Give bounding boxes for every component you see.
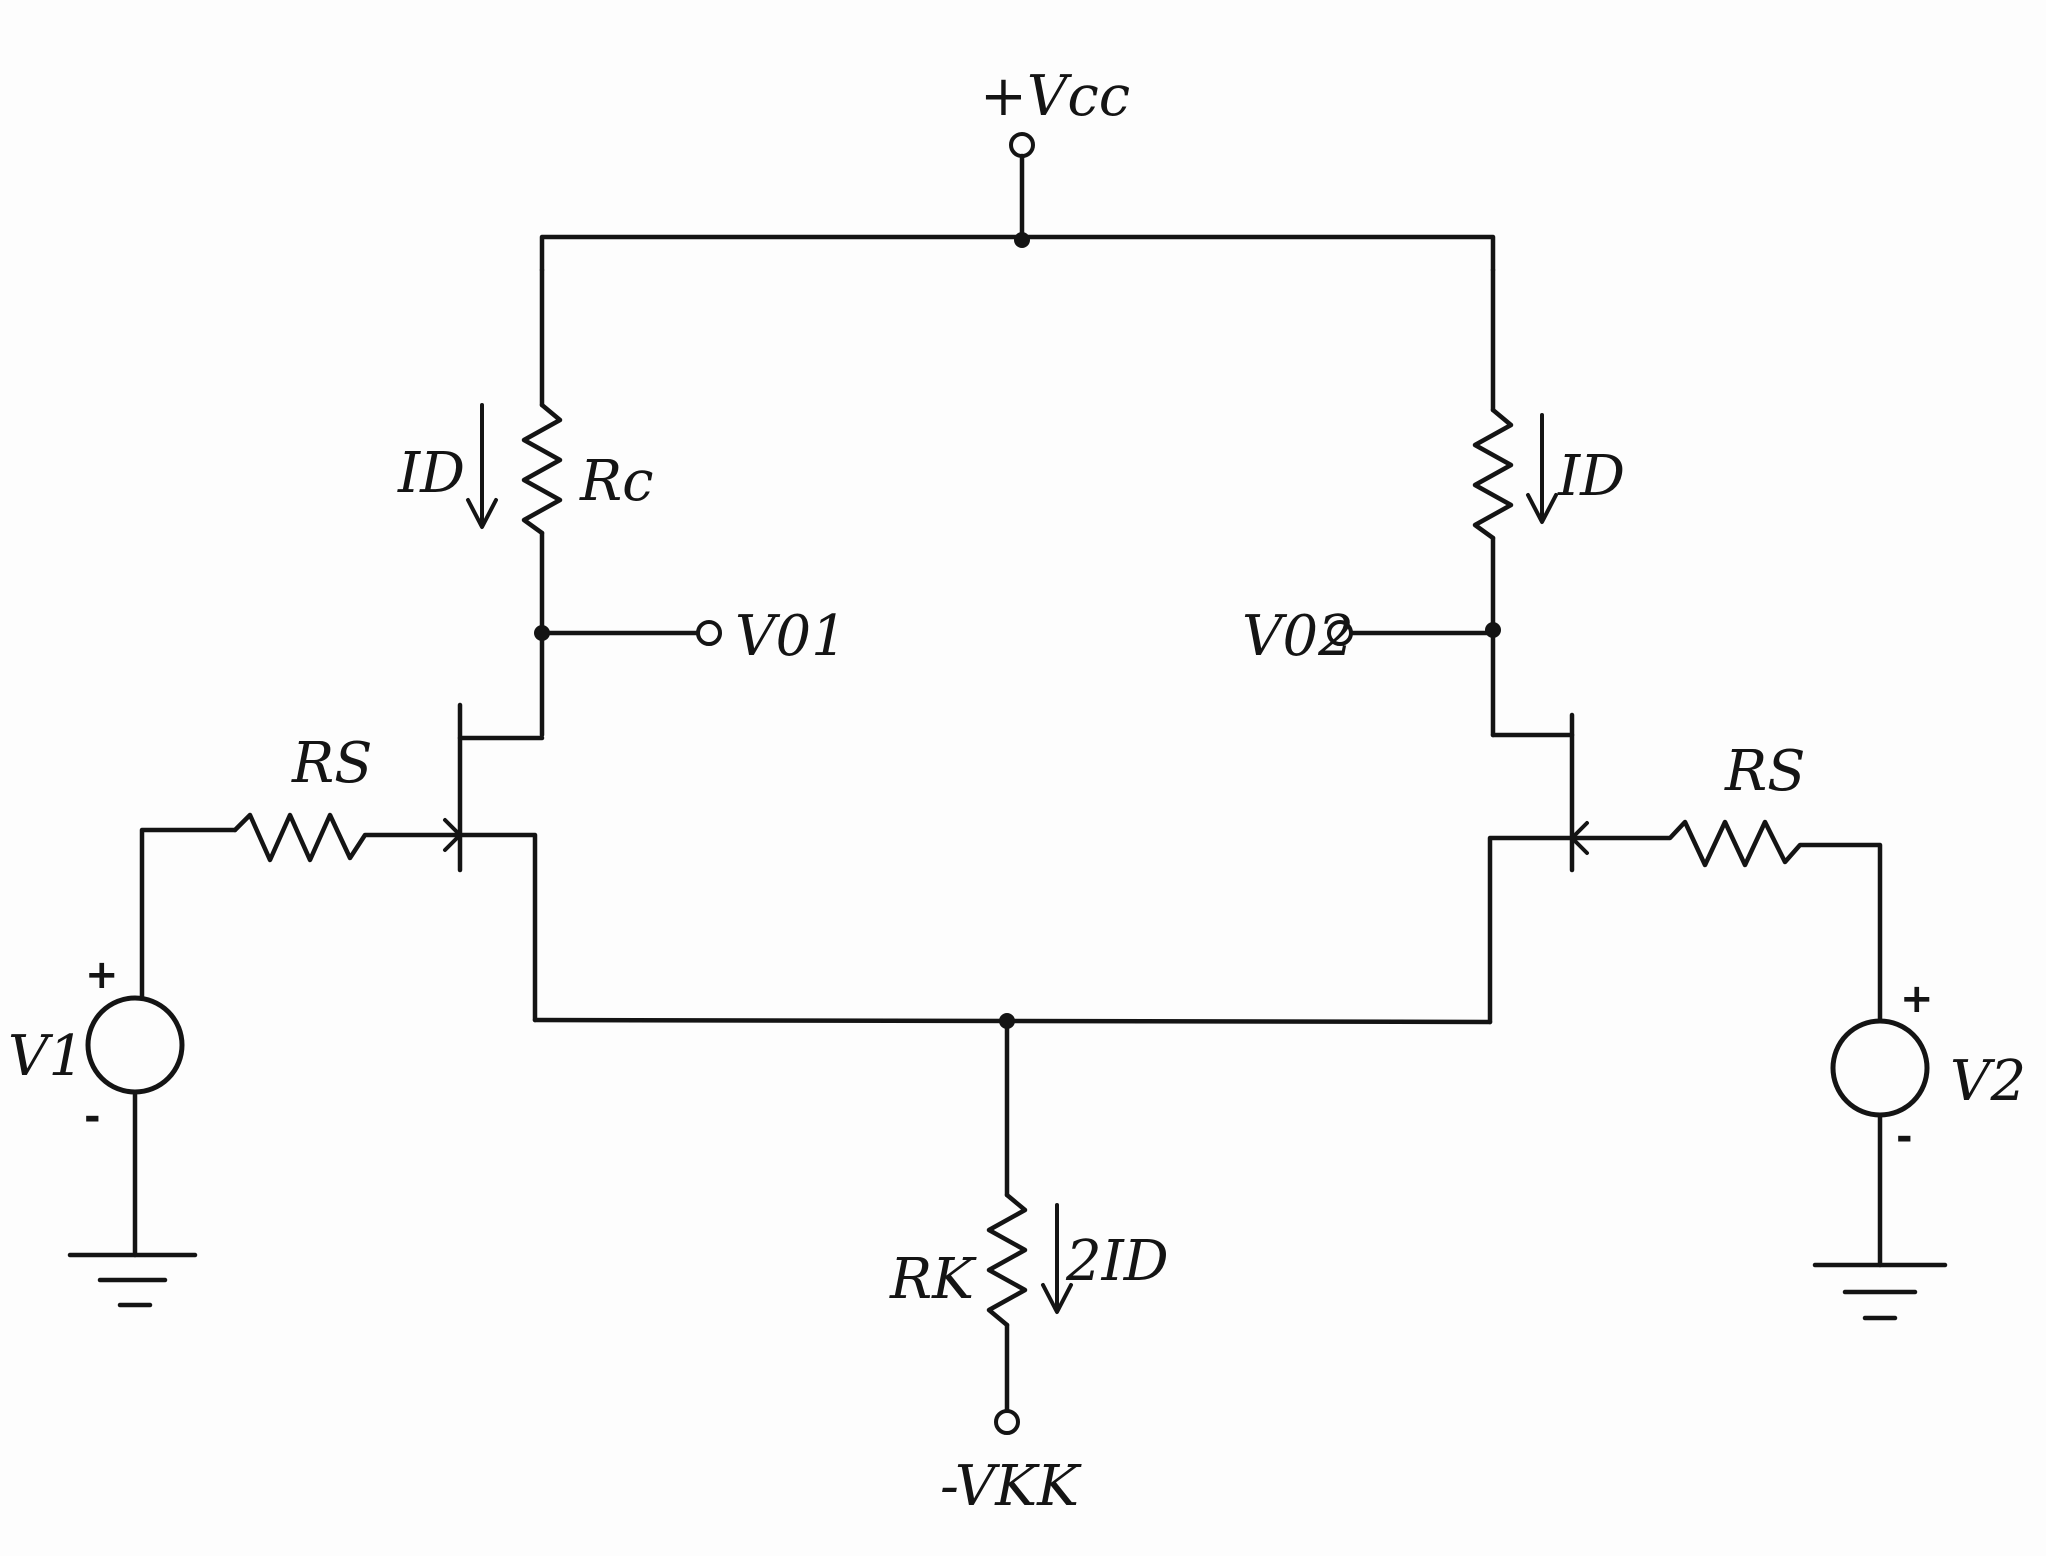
v2-plus-sign: + bbox=[1900, 976, 1934, 1022]
id-right-label: ID bbox=[1557, 444, 1625, 509]
rs-left-resistor bbox=[232, 812, 463, 863]
jfet-right-source bbox=[1487, 835, 1575, 1025]
vo1-label: V01 bbox=[735, 604, 847, 669]
vcc-junction bbox=[1014, 232, 1030, 248]
v2-minus-sign: - bbox=[1896, 1114, 1913, 1160]
vcc-label: +Vcc bbox=[980, 64, 1130, 129]
two-id-label: 2ID bbox=[1065, 1229, 1169, 1294]
rc-left-label: Rc bbox=[579, 449, 654, 514]
v2-label: V2 bbox=[1950, 1049, 2026, 1114]
jfet-left-source bbox=[457, 832, 538, 1023]
v1-input-wire bbox=[139, 827, 238, 1003]
id-left-label: ID bbox=[397, 441, 465, 506]
rk-label: RK bbox=[889, 1247, 977, 1312]
id-left-arrow-head bbox=[466, 498, 498, 529]
vcc-terminal bbox=[1009, 132, 1035, 158]
v2-source bbox=[1830, 1018, 1930, 1118]
vo2-label: V02 bbox=[1242, 604, 1354, 669]
two-id-arrow-head bbox=[1041, 1283, 1073, 1314]
rs-right-label: RS bbox=[1724, 739, 1806, 804]
rc-right-resistor bbox=[1472, 407, 1514, 541]
vo2-junction bbox=[1485, 622, 1501, 638]
v1-plus-sign: + bbox=[85, 952, 119, 998]
vkk-terminal bbox=[994, 1409, 1020, 1435]
vo1-terminal bbox=[696, 620, 722, 646]
v1-source bbox=[85, 995, 185, 1095]
vo2-terminal bbox=[1327, 620, 1353, 646]
rs-right-resistor bbox=[1569, 819, 1883, 1023]
v1-label: V1 bbox=[8, 1024, 84, 1089]
v1-minus-sign: - bbox=[84, 1094, 101, 1140]
rk-resistor bbox=[986, 1192, 1028, 1328]
rc-left-resistor bbox=[521, 402, 563, 536]
id-right-arrow-head bbox=[1526, 493, 1558, 524]
vkk-label: -VKK bbox=[940, 1454, 1082, 1519]
rs-left-label: RS bbox=[291, 731, 373, 796]
